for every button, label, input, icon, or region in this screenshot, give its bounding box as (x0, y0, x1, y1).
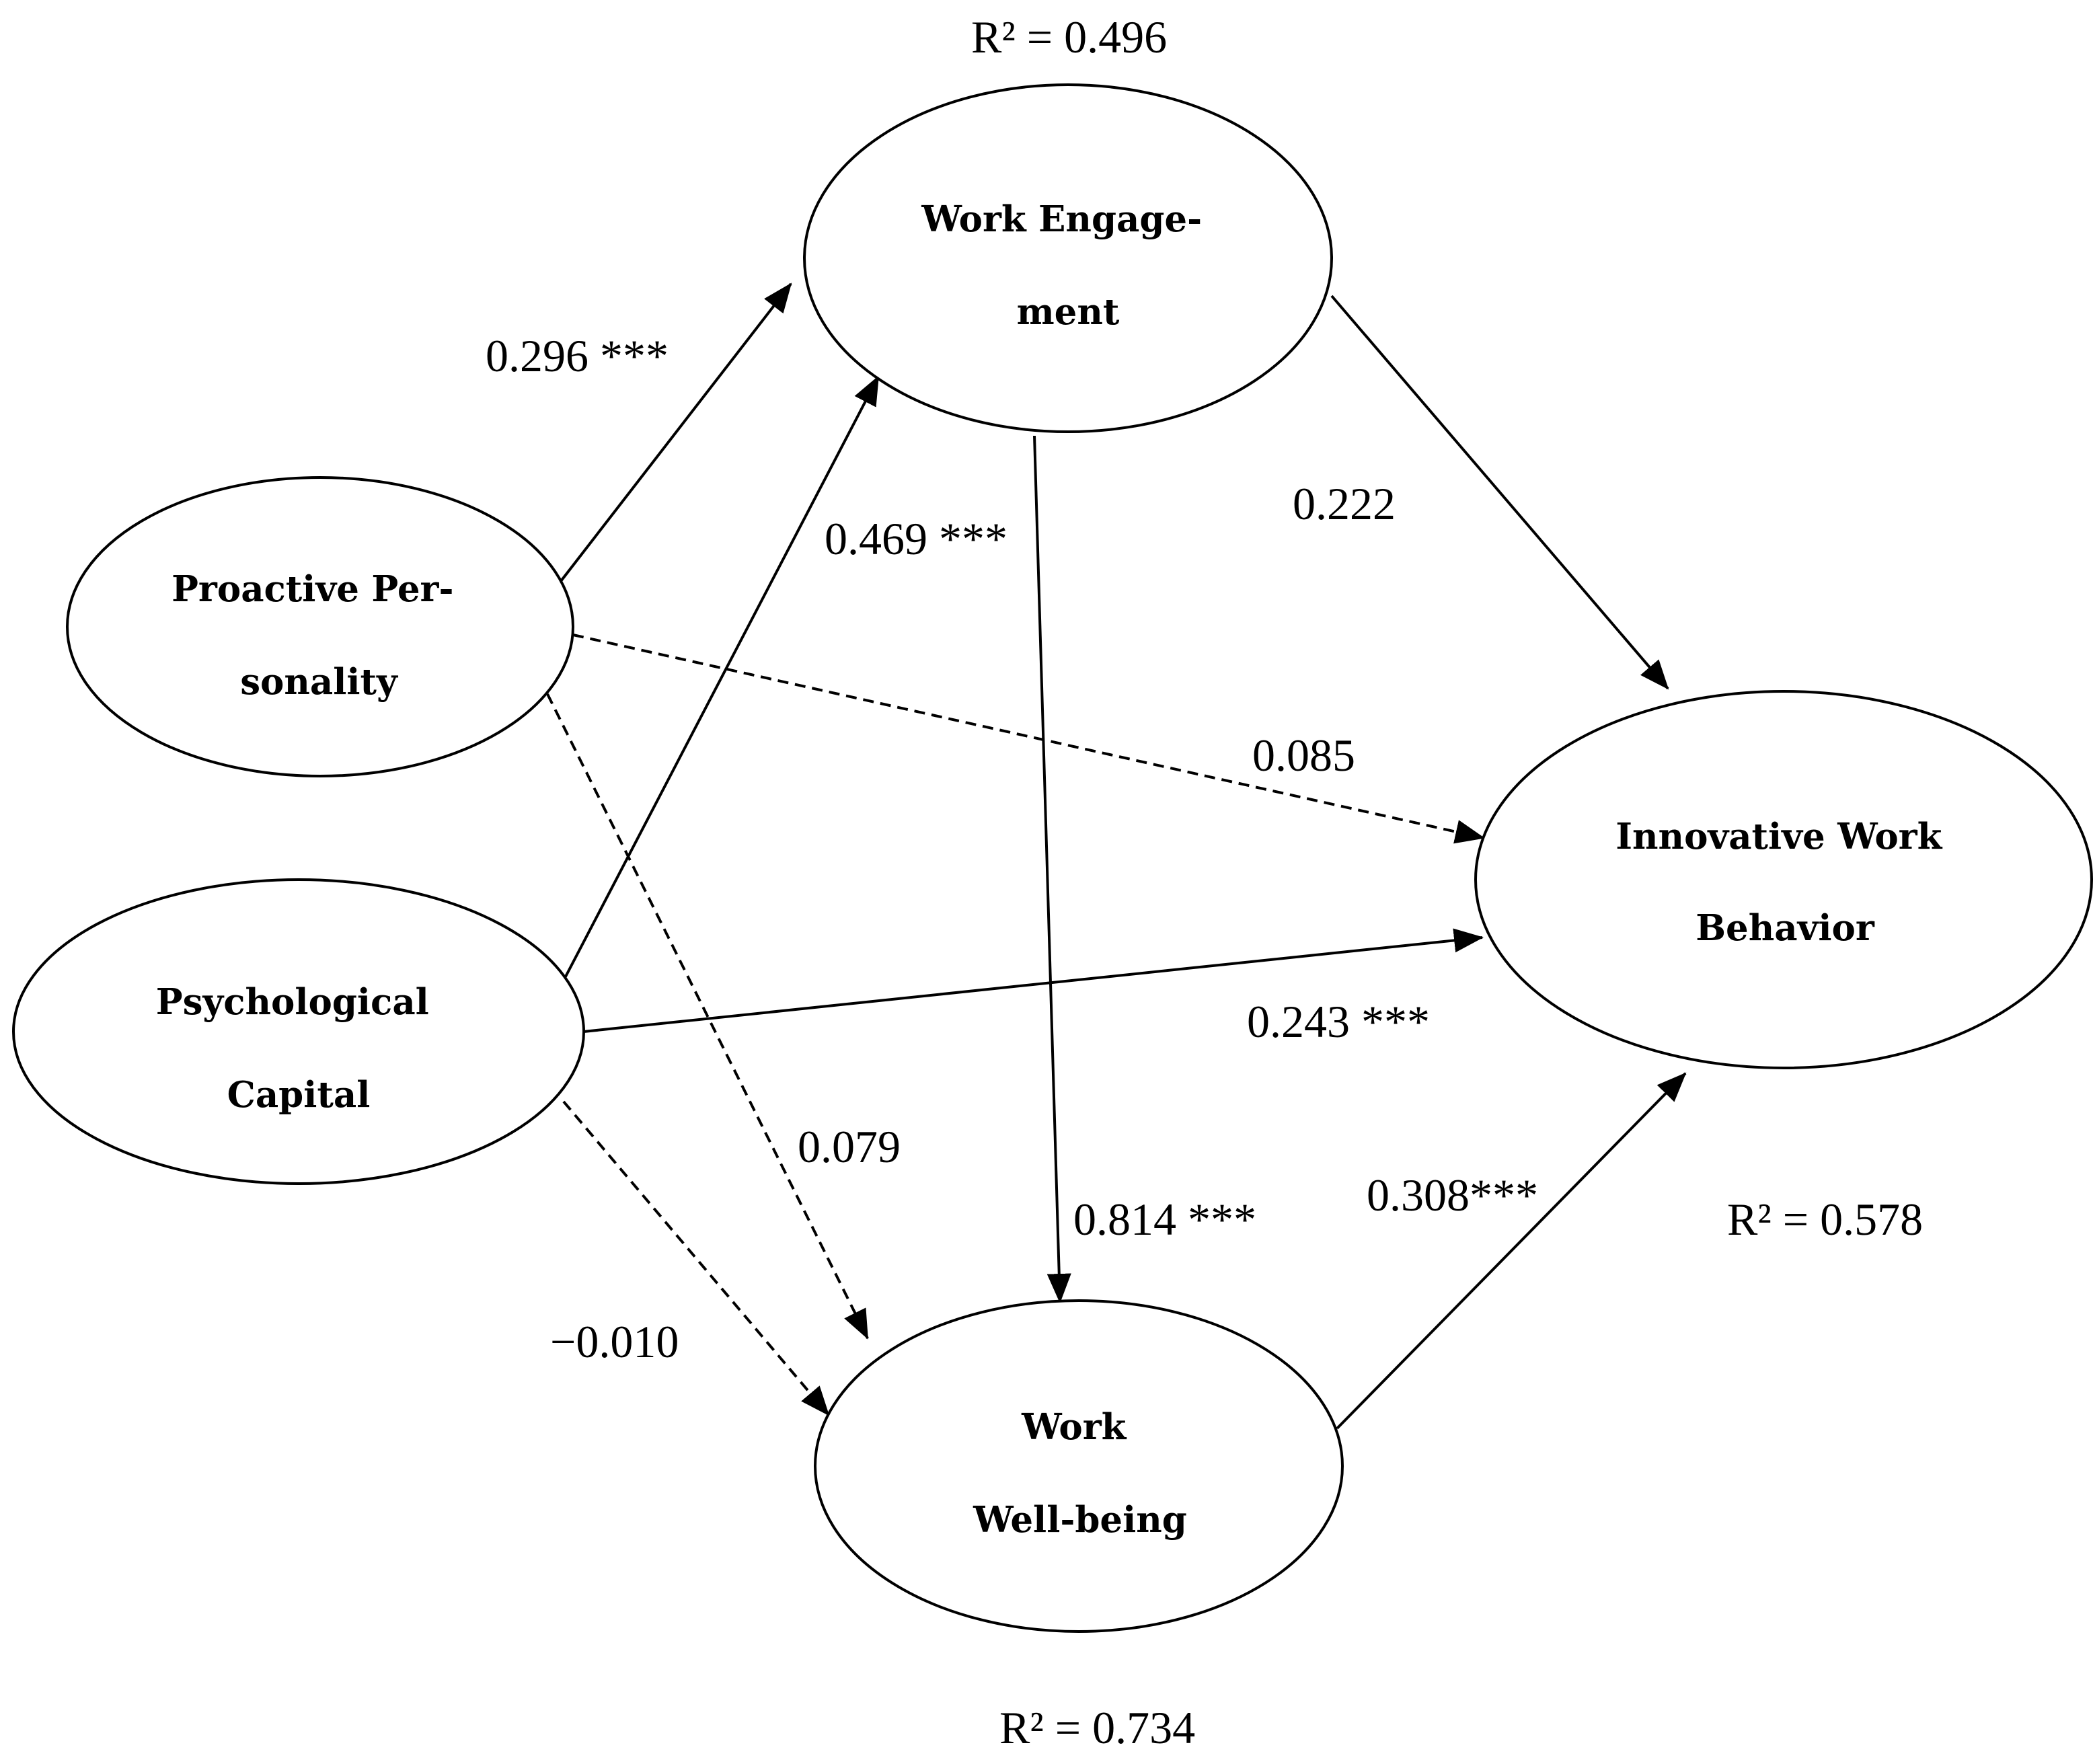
svg-text:Innovative Work Behavior: Innovative Work Behavior (1615, 816, 1954, 949)
node-proactive-personality: Proactive Per- sonality (66, 476, 574, 777)
node-psychological-capital: Psychological Capital (12, 878, 585, 1185)
edge-label-proactive-to-wellbeing: 0.079 (798, 1121, 901, 1172)
node-label-line: Innovative Work (1615, 816, 1942, 857)
edge-psychological-capital-to-innovative-work-behavior (583, 928, 1484, 1033)
edge-label-proactive-to-engagement: 0.296 *** (486, 330, 669, 381)
edge-psychological-capital-to-work-engagement (564, 375, 880, 979)
edge-work-wellbeing-to-innovative-work-behavior (1336, 1072, 1687, 1430)
edge-label-engagement-to-iwb: 0.222 (1293, 478, 1396, 529)
edge-label-psycap-to-wellbeing: −0.010 (550, 1316, 679, 1367)
edges (546, 282, 1687, 1430)
edge-label-wellbeing-to-iwb: 0.308*** (1367, 1169, 1538, 1221)
edge-label-proactive-to-iwb: 0.085 (1252, 730, 1355, 781)
svg-text:Work Engage- ment: Work Engage- ment (921, 198, 1214, 333)
node-label-line: Well-being (973, 1499, 1187, 1541)
edge-label-engagement-to-wellbeing: 0.814 *** (1073, 1194, 1256, 1245)
edge-psychological-capital-to-work-wellbeing (562, 1100, 830, 1416)
edge-proactive-personality-to-work-wellbeing (546, 693, 869, 1340)
node-label-line: sonality (240, 661, 399, 703)
r-squared-work-wellbeing: R² = 0.734 (999, 1702, 1195, 1753)
node-label-line: Work (1021, 1406, 1127, 1448)
svg-text:Proactive Per- sonality: Proactive Per- sonality (172, 568, 466, 703)
node-label-line: ment (1017, 291, 1120, 333)
r-squared-innovative-work-behavior: R² = 0.578 (1727, 1194, 1923, 1245)
node-label-line: Psychological (156, 981, 429, 1023)
node-label-line: Capital (227, 1074, 371, 1116)
svg-text:Work Well-being: Work Well-being (973, 1406, 1187, 1541)
node-label-line: Behavior (1696, 907, 1875, 949)
node-work-engagement: Work Engage- ment (803, 83, 1333, 433)
r-squared-work-engagement: R² = 0.496 (971, 11, 1167, 63)
r-squared-labels: R² = 0.496 R² = 0.578 R² = 0.734 (971, 11, 1923, 1753)
node-label-line: Proactive Per- (172, 568, 453, 610)
node-label-line: Work Engage- (921, 198, 1202, 240)
edge-labels: 0.296 *** 0.469 *** 0.222 0.085 0.243 **… (486, 330, 1538, 1367)
node-innovative-work-behavior: Innovative Work Behavior (1474, 690, 2093, 1069)
edge-label-psycap-to-engagement: 0.469 *** (825, 513, 1007, 564)
node-work-wellbeing: Work Well-being (814, 1299, 1344, 1633)
edge-work-engagement-to-innovative-work-behavior (1330, 295, 1669, 690)
svg-text:Psychological Capital: Psychological Capital (156, 981, 442, 1116)
edge-work-engagement-to-work-wellbeing (1033, 435, 1071, 1303)
edge-label-psycap-to-iwb: 0.243 *** (1247, 996, 1430, 1047)
edge-proactive-personality-to-work-engagement (560, 282, 792, 582)
edge-proactive-personality-to-innovative-work-behavior (572, 634, 1485, 844)
